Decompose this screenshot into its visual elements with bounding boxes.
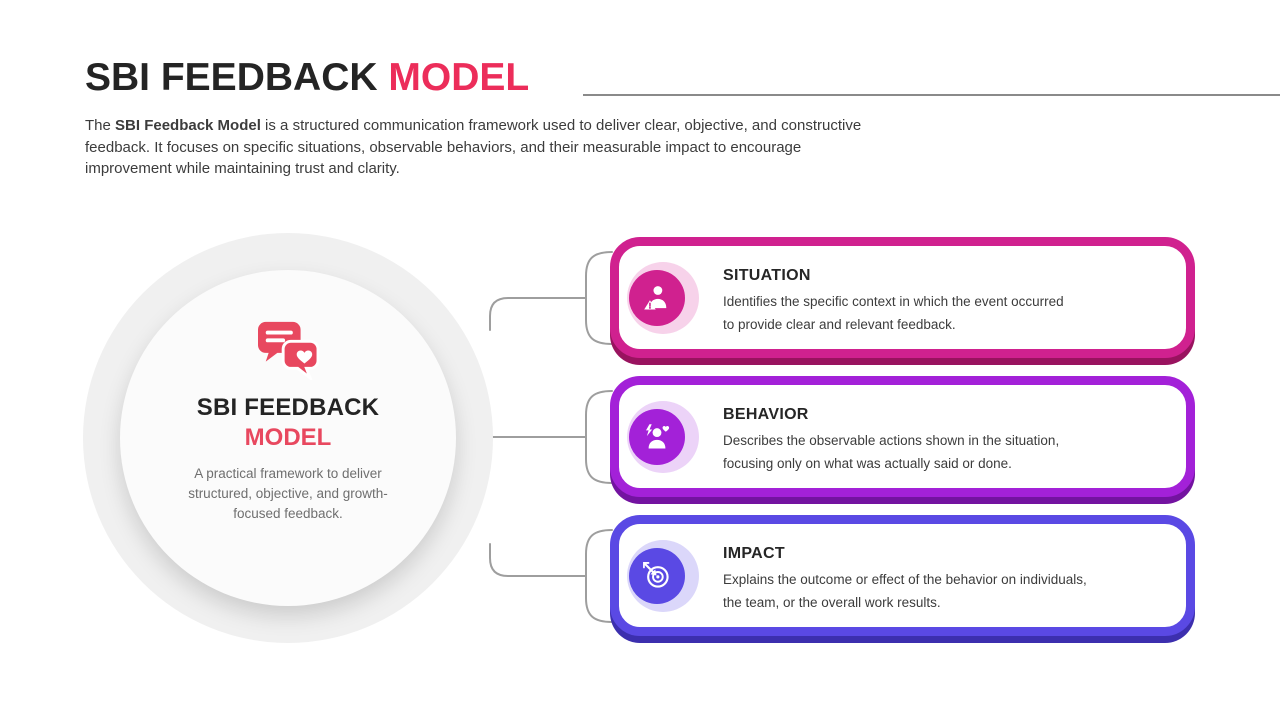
card-situation: SITUATION Identifies the specific contex… bbox=[610, 237, 1195, 358]
intro-text: The bbox=[85, 117, 116, 134]
hub-subtitle-line-2: structured, objective, and growth- bbox=[188, 486, 388, 501]
hub-title-line2: MODEL bbox=[244, 424, 332, 451]
hub-title-line1: SBI FEEDBACK bbox=[196, 394, 380, 421]
card-body-line-1: Explains the outcome or effect of the be… bbox=[723, 572, 1087, 587]
impact-icon-badge bbox=[627, 539, 699, 612]
hub-subtitle-line-1: A practical framework to deliver bbox=[194, 466, 382, 481]
chat-heart-icon bbox=[258, 321, 320, 380]
card-body-line-1: Identifies the specific context in which… bbox=[723, 294, 1064, 309]
intro-line-1: The SBI Feedback Model is a structured c… bbox=[85, 115, 861, 137]
target-dart-icon bbox=[643, 561, 669, 588]
card-body-line-1: Describes the observable actions shown i… bbox=[723, 433, 1060, 448]
card-content: BEHAVIOR Describes the observable action… bbox=[723, 406, 1059, 474]
card-content: SITUATION Identifies the specific contex… bbox=[723, 267, 1064, 335]
card-body-line-2: to provide clear and relevant feedback. bbox=[723, 316, 956, 332]
card-impact: IMPACT Explains the outcome or effect of… bbox=[610, 515, 1195, 636]
title-text-accent: MODEL bbox=[388, 56, 530, 99]
card-behavior: BEHAVIOR Describes the observable action… bbox=[610, 376, 1195, 497]
card-title: BEHAVIOR bbox=[723, 406, 809, 423]
behavior-icon-badge bbox=[627, 400, 699, 473]
card-content: IMPACT Explains the outcome or effect of… bbox=[723, 545, 1087, 613]
hub-circle: SBI FEEDBACK MODEL A practical framework… bbox=[120, 270, 456, 606]
card-body-line-2: focusing only on what was actually said … bbox=[723, 455, 1012, 471]
hub-subtitle-line-3: focused feedback. bbox=[233, 506, 343, 521]
presenter-icon bbox=[644, 285, 667, 309]
hub-outer-circle: SBI FEEDBACK MODEL A practical framework… bbox=[83, 233, 493, 643]
connector-impact bbox=[489, 529, 613, 623]
card-body-line-2: the team, or the overall work results. bbox=[723, 594, 941, 610]
intro-line-2: feedback. It focuses on specific situati… bbox=[85, 138, 802, 156]
situation-icon-badge bbox=[627, 261, 699, 334]
behavior-icon-circle bbox=[629, 408, 685, 465]
intro-bold-text: SBI Feedback Model bbox=[115, 117, 261, 134]
hub-subtitle: A practical framework to deliver structu… bbox=[188, 464, 388, 524]
intro-line-3: improvement while maintaining trust and … bbox=[85, 160, 400, 177]
connector-situation bbox=[489, 251, 613, 345]
card-title: SITUATION bbox=[723, 267, 811, 284]
behavior-person-icon bbox=[645, 423, 670, 448]
page-title: SBI FEEDBACK MODEL bbox=[85, 56, 529, 100]
intro-paragraph: The SBI Feedback Model is a structured c… bbox=[85, 115, 861, 180]
card-title: IMPACT bbox=[723, 545, 785, 562]
impact-icon-circle bbox=[629, 547, 685, 604]
title-text-dark: SBI FEEDBACK bbox=[85, 56, 378, 99]
title-divider-line bbox=[583, 94, 1280, 96]
situation-icon-circle bbox=[629, 269, 685, 326]
intro-text-rest: is a structured communication framework … bbox=[260, 117, 862, 134]
connector-behavior bbox=[491, 390, 613, 484]
